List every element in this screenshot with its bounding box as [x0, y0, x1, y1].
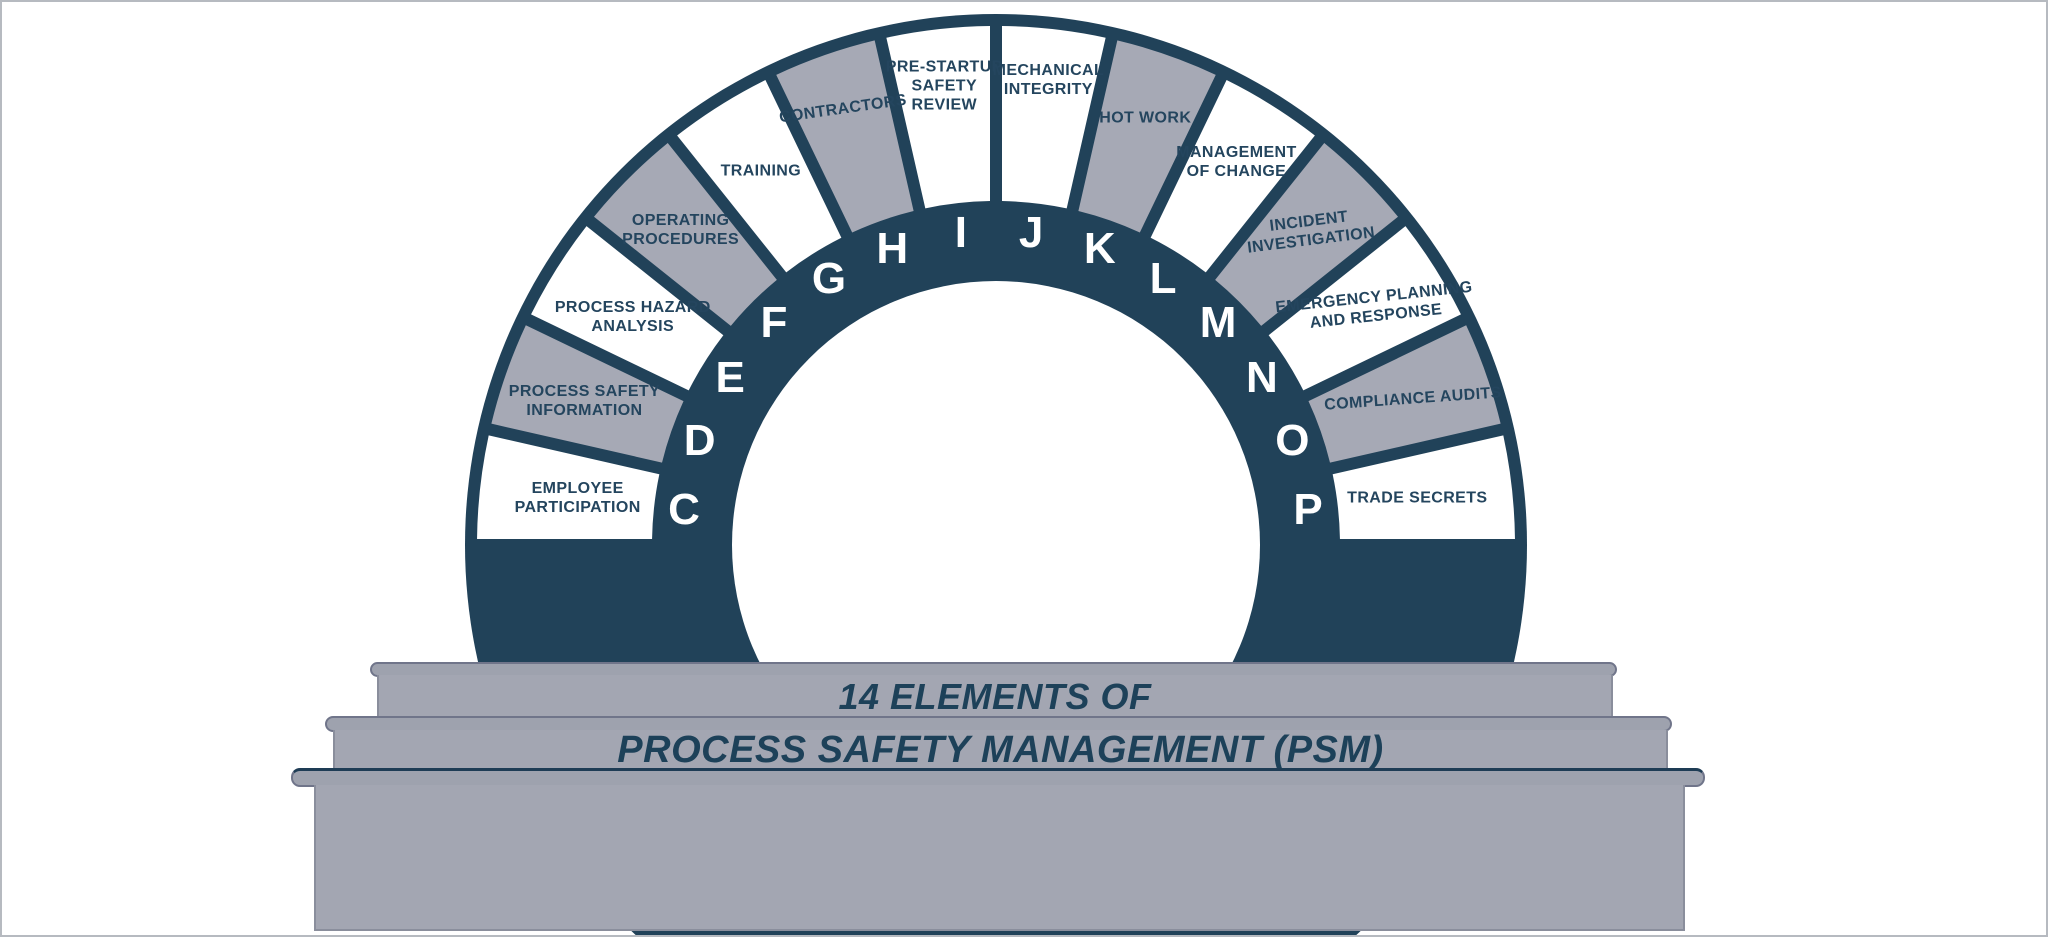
segment-label-line: INTEGRITY: [1003, 80, 1093, 98]
segment-label-line: PARTICIPATION: [514, 498, 641, 516]
segment-label-line: INFORMATION: [526, 401, 643, 419]
segment-label-line: SAFETY: [911, 77, 978, 95]
segment-label-line: PRE-STARTUP: [885, 58, 1003, 76]
segment-m: [1215, 143, 1398, 326]
ring-letter-c: C: [668, 484, 700, 534]
segment-label-o: COMPLIANCE AUDITS: [1324, 383, 1503, 414]
ring-letter-j: J: [1018, 207, 1044, 257]
segment-f: [594, 143, 777, 326]
segment-label-line: PROCESS SAFETY: [508, 382, 661, 400]
segment-i: [886, 26, 990, 209]
segment-label-line: EMPLOYEE: [531, 479, 624, 497]
segment-e: [531, 226, 724, 391]
segment-label-k: HOT WORK: [1099, 109, 1191, 128]
ring-letter-p: P: [1293, 484, 1323, 534]
pedestal-step2-face: PROCESS SAFETY MANAGEMENT (PSM): [333, 728, 1668, 771]
segment-label-p: TRADE SECRETS: [1347, 488, 1487, 507]
ring-letter-k: K: [1083, 223, 1116, 273]
segment-c: [477, 435, 660, 539]
segment-label-g: TRAINING: [721, 161, 802, 180]
segment-h: [776, 40, 914, 233]
ring-letter-e: E: [715, 352, 745, 402]
segment-label-line: OPERATING: [631, 211, 730, 229]
title-line-1: 14 ELEMENTS OF: [838, 675, 1152, 717]
segment-label-line: MANAGEMENT: [1176, 144, 1297, 162]
segment-label-line: MECHANICAL: [992, 61, 1105, 79]
segment-label-line: REVIEW: [911, 96, 978, 114]
segment-g: [677, 80, 842, 273]
segment-label-line: COMPLIANCE AUDITS: [1323, 384, 1503, 414]
segment-label-line: TRADE SECRETS: [1347, 489, 1488, 507]
ring-letter-l: L: [1149, 254, 1177, 304]
ring-letter-n: N: [1245, 352, 1278, 402]
segment-d: [491, 325, 684, 463]
ring-letter-o: O: [1275, 416, 1310, 466]
segment-label-line: ANALYSIS: [591, 317, 675, 335]
ring-letter-m: M: [1199, 297, 1237, 347]
ring-letter-d: D: [683, 416, 716, 466]
segment-label-line: PROCESS HAZARD: [554, 298, 711, 316]
pedestal-bottom-base: [314, 785, 1685, 931]
segment-n: [1268, 226, 1461, 391]
ring-letter-f: F: [760, 297, 788, 347]
segment-p: [1332, 435, 1515, 539]
title-line-2: PROCESS SAFETY MANAGEMENT (PSM): [617, 728, 1384, 771]
segment-l: [1150, 80, 1315, 273]
ring-letter-h: H: [876, 223, 909, 273]
segment-label-line: HOT WORK: [1099, 109, 1192, 127]
segment-label-line: TRAINING: [720, 162, 802, 180]
segment-o: [1308, 325, 1501, 463]
segment-label-line: PROCEDURES: [622, 230, 740, 248]
segment-k: [1078, 40, 1216, 233]
segment-label-line: OF CHANGE: [1186, 163, 1287, 181]
ring-letter-g: G: [811, 254, 847, 304]
segment-j: [1002, 26, 1106, 209]
pedestal-step1-face: 14 ELEMENTS OF: [377, 675, 1613, 718]
ring-letter-i: I: [954, 207, 967, 257]
